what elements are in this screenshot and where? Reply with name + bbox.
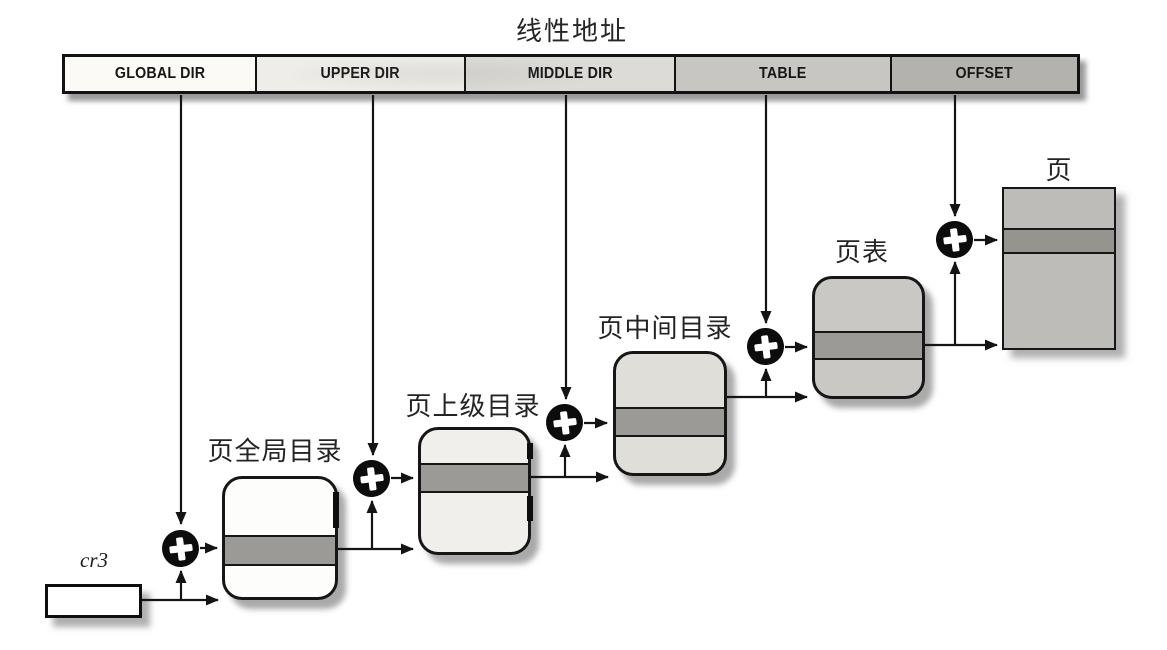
page-middle-directory-box <box>613 351 727 476</box>
pt-entry-band <box>815 331 922 360</box>
scan-artifact <box>527 443 533 459</box>
plus-adder-icon <box>543 401 586 444</box>
print-bleed-artifact <box>290 58 590 90</box>
pt-label: 页表 <box>834 237 890 267</box>
pgd-label: 页全局目录 <box>207 436 343 466</box>
page-table-box <box>812 276 925 399</box>
cr3-label: cr3 <box>80 548 108 572</box>
pud-label: 页上级目录 <box>405 391 541 421</box>
segment-offset-label: OFFSET <box>955 65 1014 82</box>
segment-table: TABLE <box>674 57 891 91</box>
pmd-entry-band <box>616 407 724 437</box>
segment-upper-dir: UPPER DIR <box>254 57 464 91</box>
cr3-register-box <box>45 584 142 618</box>
page-label: 页 <box>1045 155 1073 185</box>
page-global-directory-box <box>222 476 338 600</box>
pmd-label: 页中间目录 <box>597 313 733 343</box>
plus-adder-icon <box>744 325 787 368</box>
segment-global-dir: GLOBAL DIR <box>65 57 255 91</box>
segment-table-label: TABLE <box>759 65 807 82</box>
linear-address-bar: GLOBAL DIR UPPER DIR MIDDLE DIR TABLE OF… <box>62 54 1080 94</box>
segment-middle-dir: MIDDLE DIR <box>463 57 675 91</box>
linear-address-title: 线性地址 <box>515 16 629 46</box>
plus-adder-icon <box>159 527 202 570</box>
segment-middle-dir-label: MIDDLE DIR <box>527 65 613 82</box>
pgd-entry-band <box>225 535 335 566</box>
page-entry-band <box>1004 228 1114 254</box>
scan-artifact <box>333 492 339 528</box>
scan-artifact <box>527 496 533 521</box>
segment-global-dir-label: GLOBAL DIR <box>114 65 206 82</box>
plus-adder-icon <box>933 218 976 261</box>
page-box <box>1002 187 1116 350</box>
pud-entry-band <box>421 463 528 493</box>
page-upper-directory-box <box>418 427 531 555</box>
segment-upper-dir-label: UPPER DIR <box>320 65 400 82</box>
segment-offset: OFFSET <box>890 57 1077 91</box>
plus-adder-icon <box>350 457 393 500</box>
